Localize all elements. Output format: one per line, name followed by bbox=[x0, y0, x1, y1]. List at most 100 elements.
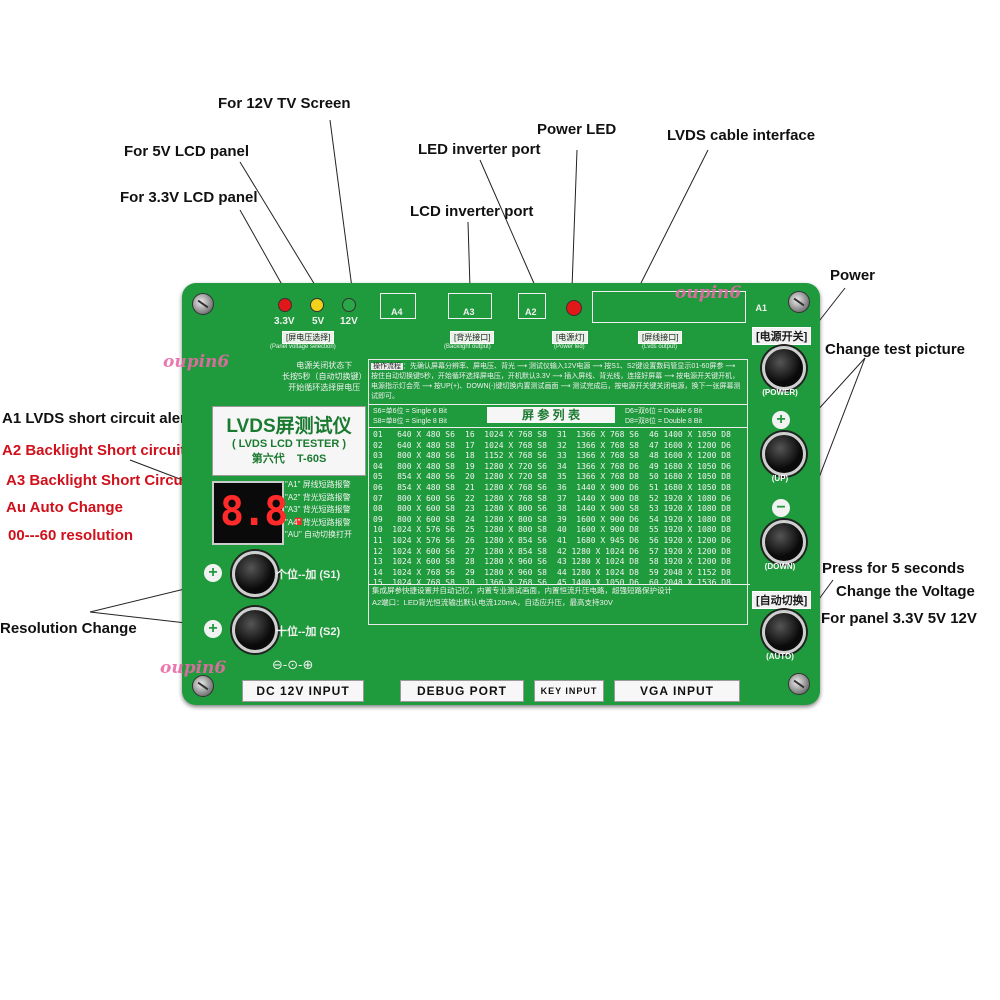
legend-s6: S6=单6位 = Single 6 Bit bbox=[373, 408, 447, 415]
resolution-row: 43 1280 X 1024 D8 bbox=[557, 557, 639, 567]
screw-icon bbox=[192, 293, 214, 315]
watermark: oupin6 bbox=[675, 283, 742, 303]
callout-a1: A1 LVDS short circuit alert bbox=[2, 410, 191, 427]
resolution-row: 01 640 X 480 S6 bbox=[373, 430, 455, 439]
debug-port: DEBUG PORT bbox=[400, 680, 524, 702]
resolution-table: 操作流程：先确认屏幕分辨率、屏电压、背光 ⟶ 测试仪输入12V电源 ⟶ 按S1、… bbox=[368, 359, 750, 625]
callout-change-voltage: Change the Voltage bbox=[836, 583, 975, 600]
resolution-row: 31 1366 X 768 S6 bbox=[557, 430, 639, 439]
resolution-row: 57 1920 X 1200 D8 bbox=[649, 546, 731, 556]
resolution-row: 53 1920 X 1080 D8 bbox=[649, 504, 731, 514]
alert-au: "AU" 自动切换打开 bbox=[285, 530, 353, 539]
s1-button[interactable] bbox=[232, 551, 278, 597]
title-box: LVDS屏测试仪 ( LVDS LCD TESTER ) 第六代 T-60S bbox=[212, 406, 366, 476]
title-cn: LVDS屏测试仪 bbox=[226, 416, 352, 437]
callout-power-led: Power LED bbox=[537, 121, 617, 138]
resolution-row: 45 1400 X 1050 D6 bbox=[557, 578, 639, 588]
power-led-label: [电源灯] bbox=[552, 331, 589, 344]
resolution-row: 21 1280 X 768 S6 bbox=[465, 482, 547, 492]
resolution-row: 17 1024 X 768 S8 bbox=[465, 440, 547, 450]
feature-notes: 集成屏参快捷设置并自动记忆，内置专业测试画面，内置恒流升压电路，超强短路保护设计… bbox=[369, 584, 750, 609]
resolution-row: 28 1280 X 960 S6 bbox=[465, 557, 547, 567]
resolution-row: 59 2048 X 1152 D8 bbox=[649, 567, 731, 577]
alert-a1: "A1" 屏线短路报警 bbox=[285, 480, 351, 489]
callout-power: Power bbox=[830, 267, 876, 284]
s2-button[interactable] bbox=[232, 607, 278, 653]
minus-icon: − bbox=[772, 499, 790, 517]
resolution-row: 56 1920 X 1200 D6 bbox=[649, 535, 731, 545]
panel-voltage-en: (Panel voltage selection) bbox=[270, 344, 336, 350]
backlight-label: [背光接口] bbox=[450, 331, 495, 344]
resolution-row: 25 1280 X 800 S8 bbox=[465, 525, 547, 535]
screw-icon bbox=[788, 673, 810, 695]
title-gen: 第六代 T-60S bbox=[251, 453, 327, 465]
led-label-3v3: 3.3V bbox=[274, 316, 295, 327]
callout-lvds-cable: LVDS cable interface bbox=[667, 127, 816, 144]
auto-button[interactable] bbox=[762, 610, 806, 654]
down-button-caption: (DOWN) bbox=[764, 562, 796, 571]
up-button[interactable] bbox=[762, 432, 806, 476]
callout-a3: A3 Backlight Short Circuit alert bbox=[6, 472, 228, 489]
resolution-row: 50 1680 X 1050 D8 bbox=[649, 472, 731, 482]
resolution-row: 26 1280 X 854 S6 bbox=[465, 535, 547, 545]
resolution-row: 34 1366 X 768 D6 bbox=[557, 461, 639, 471]
lvds-en: (Lvds output) bbox=[642, 344, 678, 350]
connector-a3: A3 bbox=[448, 293, 492, 319]
resolution-row: 15 1024 X 768 S8 bbox=[373, 578, 455, 588]
resolution-row: 06 854 X 480 S8 bbox=[373, 482, 455, 492]
watermark: oupin6 bbox=[163, 352, 230, 372]
note-1: 集成屏参快捷设置并自动记忆，内置专业测试画面，内置恒流升压电路，超强短路保护设计 bbox=[372, 586, 672, 595]
resolution-row: 36 1440 X 900 D6 bbox=[557, 482, 639, 492]
resolution-row: 55 1920 X 1080 D8 bbox=[649, 525, 731, 535]
resolution-row: 46 1400 X 1050 D8 bbox=[649, 430, 731, 439]
seven-segment-display: 8.8. bbox=[212, 481, 310, 545]
resolution-row: 48 1600 X 1200 D8 bbox=[649, 451, 731, 461]
vga-input-port: VGA INPUT bbox=[614, 680, 740, 702]
resolution-row: 03 800 X 480 S6 bbox=[373, 451, 455, 461]
resolution-row: 13 1024 X 600 S8 bbox=[373, 557, 455, 567]
callout-resolution-range: 00---60 resolution bbox=[8, 527, 134, 544]
resolution-row: 09 800 X 600 S8 bbox=[373, 514, 455, 524]
resolution-row: 41 1680 X 945 D6 bbox=[557, 535, 639, 545]
dc-input-port: DC 12V INPUT bbox=[242, 680, 364, 702]
display-value: 8.8. bbox=[220, 489, 310, 535]
table-title: 屏 参 列 表 bbox=[487, 407, 615, 423]
table-header: S6=单6位 = Single 6 Bit S8=单8位 = Single 8 … bbox=[369, 404, 747, 428]
plus-icon: + bbox=[204, 564, 222, 582]
callout-12v-tv: For 12V TV Screen bbox=[218, 95, 351, 112]
operation-steps: 操作流程：先确认屏幕分辨率、屏电压、背光 ⟶ 测试仪输入12V电源 ⟶ 按S1、… bbox=[371, 363, 741, 400]
watermark: oupin6 bbox=[160, 658, 227, 678]
note-2: A2端口：LED背光恒流输出默认电流120mA，自适应升压，最高支持30V bbox=[372, 598, 613, 607]
connector-a1-lvds: A1 bbox=[592, 291, 767, 323]
callout-au: Au Auto Change bbox=[6, 499, 123, 516]
led-label-12v: 12V bbox=[340, 316, 358, 327]
alert-a3: "A3" 背光短路报警 bbox=[285, 505, 351, 514]
down-button[interactable] bbox=[762, 520, 806, 564]
callout-33v-lcd: For 3.3V LCD panel bbox=[120, 189, 258, 206]
resolution-row: 47 1600 X 1200 D6 bbox=[649, 440, 731, 450]
power-button-label: [电源开关] bbox=[752, 327, 812, 345]
alert-legend: "A1" 屏线短路报警 "A2" 背光短路报警 "A3" 背光短路报警 "A4"… bbox=[285, 479, 352, 542]
callout-lcd-inverter: LCD inverter port bbox=[410, 203, 534, 220]
s2-label: 十位--加 (S2) bbox=[276, 626, 341, 638]
screw-icon bbox=[788, 291, 810, 313]
resolution-row: 32 1366 X 768 S8 bbox=[557, 440, 639, 450]
power-button[interactable] bbox=[762, 346, 806, 390]
resolution-row: 60 2048 X 1536 D8 bbox=[649, 578, 731, 588]
resolution-row: 58 1920 X 1200 D8 bbox=[649, 557, 731, 567]
resolution-row: 02 640 X 480 S8 bbox=[373, 440, 455, 450]
resolution-row: 42 1280 X 1024 D6 bbox=[557, 546, 639, 556]
resolution-row: 39 1600 X 900 D6 bbox=[557, 514, 639, 524]
legend-s8: S8=单8位 = Single 8 Bit bbox=[373, 418, 447, 425]
resolution-row: 08 800 X 600 S8 bbox=[373, 504, 455, 514]
legend-d6: D6=双6位 = Double 6 Bit bbox=[625, 408, 703, 415]
led-label-5v: 5V bbox=[312, 316, 325, 327]
alert-a4: "A4" 背光短路报警 bbox=[285, 517, 351, 527]
resolution-row: 37 1440 X 900 D8 bbox=[557, 493, 639, 503]
resolution-row: 52 1920 X 1080 D6 bbox=[649, 493, 731, 503]
backlight-en: (Backlight output) bbox=[444, 344, 491, 350]
legend-d8: D8=双8位 = Double 8 Bit bbox=[625, 418, 703, 425]
resolution-row: 07 800 X 600 S6 bbox=[373, 493, 455, 503]
resolution-row: 30 1366 X 768 S6 bbox=[465, 578, 547, 588]
